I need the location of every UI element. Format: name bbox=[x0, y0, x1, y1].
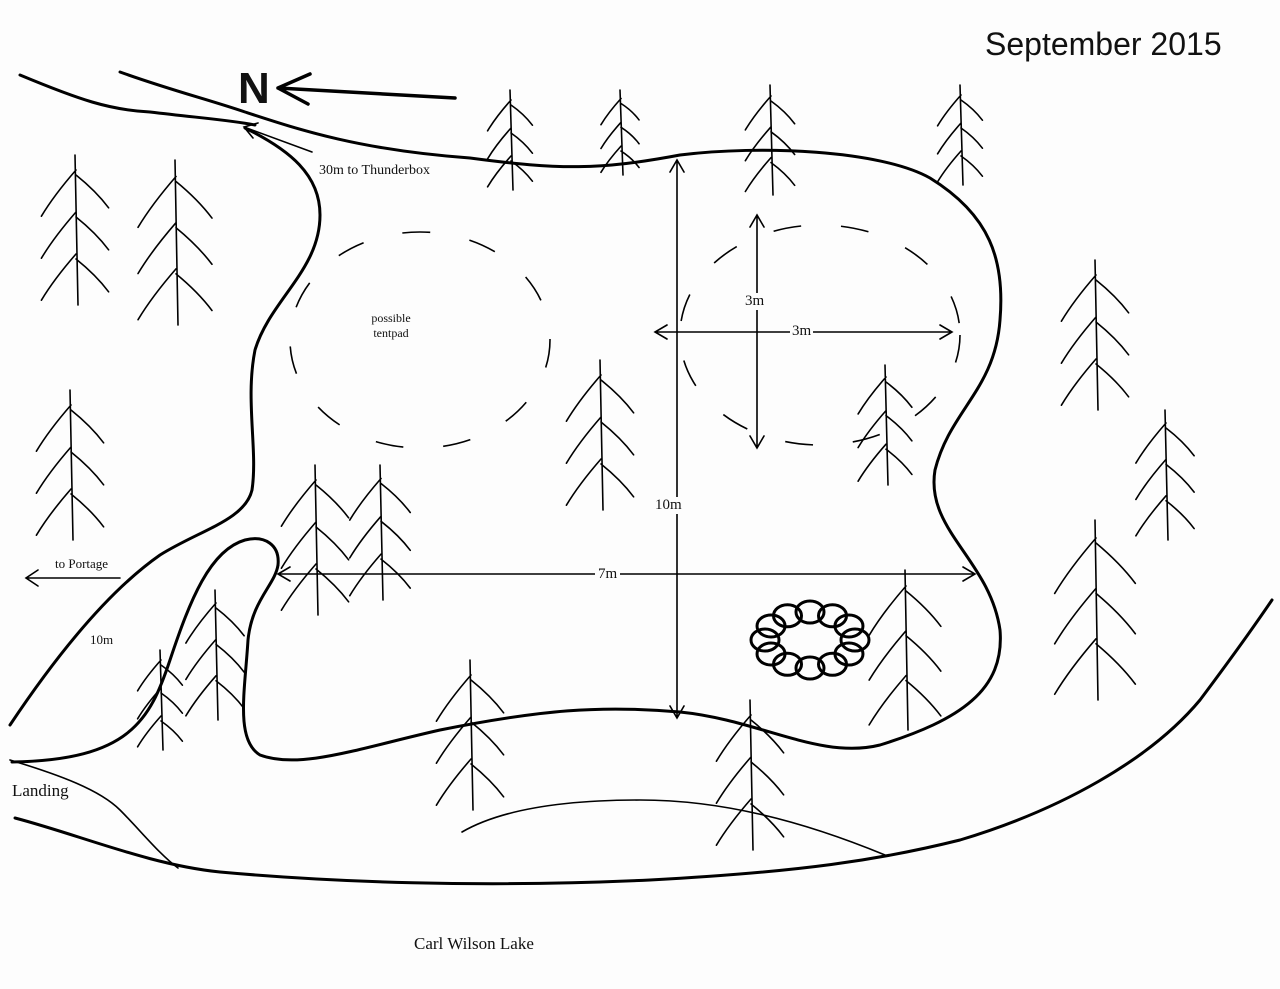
fire-pit-stone bbox=[755, 641, 787, 667]
tree-icon bbox=[565, 359, 635, 511]
tree-icon bbox=[715, 699, 785, 851]
map-title: September 2015 bbox=[985, 26, 1222, 62]
landing-label: Landing bbox=[12, 781, 69, 800]
fire-pit-stone bbox=[794, 655, 826, 681]
tree-icon bbox=[744, 84, 796, 196]
dimension-10m bbox=[669, 158, 685, 720]
tree-icon bbox=[857, 364, 913, 486]
tentpad-area-right bbox=[679, 224, 961, 446]
tree-icon bbox=[137, 159, 213, 326]
tree-icon bbox=[600, 89, 640, 176]
trail-length-label: 10m bbox=[90, 632, 114, 647]
beach-line bbox=[461, 799, 886, 856]
fire-pit-icon bbox=[749, 599, 871, 681]
tree-icon bbox=[348, 464, 412, 601]
fire-pit-stone bbox=[833, 613, 865, 639]
tent-depth-label: 3m bbox=[745, 293, 765, 310]
tree-icon bbox=[1053, 519, 1137, 701]
site-width-label: 7m bbox=[595, 566, 621, 583]
peninsula bbox=[10, 537, 280, 764]
trees bbox=[35, 84, 1195, 851]
tentpad-label: possible tentpad bbox=[371, 311, 411, 340]
tree-icon bbox=[185, 589, 245, 721]
tree-icon bbox=[280, 464, 350, 616]
landing-path bbox=[9, 759, 179, 869]
tree-icon bbox=[936, 84, 984, 186]
lake-shoreline bbox=[13, 598, 1274, 886]
portage-arrow-icon bbox=[24, 569, 121, 587]
thunderbox-arrow-icon bbox=[242, 122, 313, 153]
tree-icon bbox=[35, 389, 105, 541]
fire-pit-stone bbox=[817, 651, 848, 677]
tentpad-area-left bbox=[289, 231, 551, 449]
tree-icon bbox=[435, 659, 505, 811]
tree-icon bbox=[1135, 409, 1195, 541]
lake-label: Carl Wilson Lake bbox=[414, 934, 534, 953]
portage-label: to Portage bbox=[55, 556, 109, 571]
tent-width-label: 3m bbox=[790, 323, 814, 340]
tree-icon bbox=[486, 89, 534, 191]
site-depth-label: 10m bbox=[655, 497, 682, 514]
fire-pit-stone bbox=[839, 627, 871, 653]
tree-icon bbox=[136, 649, 184, 751]
dimension-tent-depth bbox=[749, 213, 765, 450]
fire-pit-stone bbox=[749, 627, 781, 653]
tree-icon bbox=[1060, 259, 1130, 411]
tree-icon bbox=[40, 154, 110, 306]
trail-left-edge bbox=[8, 126, 322, 727]
north-label: N bbox=[238, 64, 270, 113]
fire-pit-stone bbox=[772, 603, 803, 629]
thunderbox-label: 30m to Thunderbox bbox=[319, 163, 430, 178]
fire-pit-stone bbox=[794, 599, 826, 625]
tree-icon bbox=[868, 569, 942, 731]
top-shore bbox=[18, 73, 257, 127]
north-arrow-icon bbox=[276, 72, 457, 106]
dimension-7m bbox=[276, 566, 977, 582]
